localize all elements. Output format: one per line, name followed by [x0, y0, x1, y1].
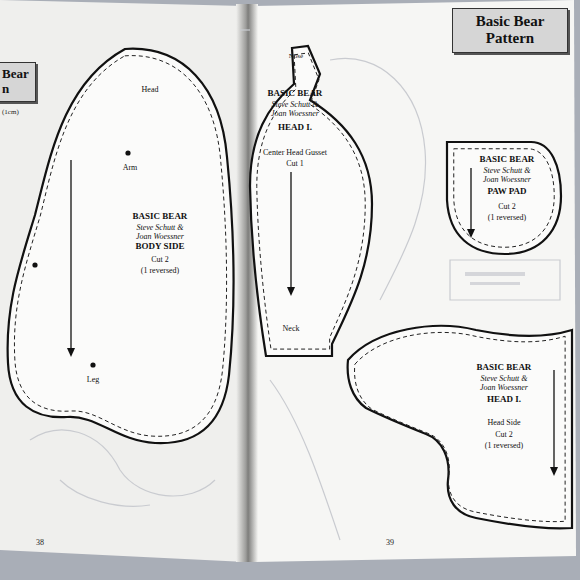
left-page [0, 0, 246, 562]
arrow-head [550, 467, 558, 476]
piece-label: BODY SIDE [115, 241, 205, 251]
piece-label: (1 reversed) [469, 441, 539, 450]
piece-label: Cut 1 [265, 159, 325, 168]
piece-label: PAW PAD [472, 186, 542, 196]
piece-label: HEAD I. [260, 122, 330, 132]
seam-line [454, 149, 554, 247]
pattern-piece: BASIC BEAR Steve Schutt & Joan WoessnerPA… [445, 140, 563, 256]
seam-line [14, 56, 226, 437]
header-title: Basic Bear Pattern [458, 13, 562, 48]
right-page [248, 0, 576, 562]
grain-arrow [290, 172, 291, 290]
piece-outline [5, 45, 237, 447]
piece-label: BASIC BEAR [468, 154, 546, 164]
piece-label: Steve Schutt & Joan Woessner [267, 100, 323, 118]
piece-label: (1 reversed) [120, 266, 200, 275]
cut-line [348, 326, 572, 528]
pattern-piece: BASIC BEAR Steve Schutt & Joan WoessnerHE… [346, 318, 574, 532]
book-spine [236, 4, 258, 562]
piece-label: Center Head Gusset [253, 148, 337, 157]
pattern-piece: HeadArmBASIC BEAR Steve Schutt & Joan Woe… [5, 45, 237, 447]
piece-label: BASIC BEAR [464, 362, 544, 372]
page-number: 38 [36, 538, 44, 547]
cut-line [8, 49, 234, 443]
header-box: Basic Bear Pattern [452, 8, 568, 53]
arrow-head [287, 287, 295, 296]
piece-label: Neck [271, 324, 311, 333]
piece-label: Steve Schutt & Joan Woessner [479, 166, 535, 184]
grain-arrow [70, 160, 71, 351]
cut-line [447, 142, 561, 254]
piece-label: BASIC BEAR [253, 88, 337, 98]
piece-outline [346, 318, 574, 532]
piece-label: Cut 2 [125, 255, 195, 264]
page-number: 39 [386, 538, 394, 547]
piece-label: Head [130, 85, 170, 94]
piece-label: Nose [281, 52, 311, 60]
grain-arrow [470, 168, 471, 232]
header-title: Bear n [2, 67, 30, 97]
piece-label: Steve Schutt & Joan Woessner [132, 223, 188, 241]
cut-line [250, 46, 372, 356]
scale-note: (1cm) [2, 108, 19, 116]
placement-dot [90, 362, 95, 367]
piece-label: Cut 2 [477, 202, 537, 211]
grain-arrow [553, 370, 554, 470]
piece-label: Head Side [469, 418, 539, 427]
piece-label: BASIC BEAR [115, 211, 205, 221]
arrow-head [67, 348, 75, 357]
piece-label: Leg [73, 375, 113, 384]
piece-label: Steve Schutt & Joan Woessner [476, 374, 532, 392]
header-box: Bear n [0, 62, 36, 102]
placement-dot [32, 262, 37, 267]
piece-label: (1 reversed) [472, 213, 542, 222]
piece-label: Arm [110, 163, 150, 172]
pattern-piece: NoseBASIC BEAR Steve Schutt & Joan Woessn… [248, 44, 374, 358]
seam-line [355, 332, 566, 521]
arrow-head [467, 229, 475, 238]
piece-label: HEAD I. [469, 394, 539, 404]
piece-label: Cut 2 [474, 430, 534, 439]
placement-dot [125, 150, 130, 155]
